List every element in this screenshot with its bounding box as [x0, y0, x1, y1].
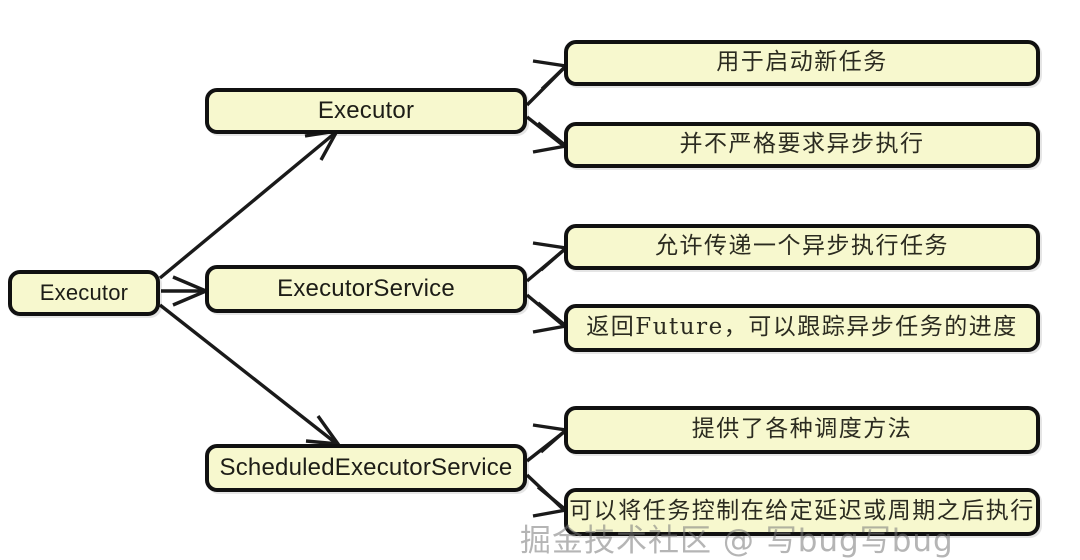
- connector-executor-to-desc-1: [525, 66, 566, 107]
- connector-root-to-scheduled: [158, 303, 339, 446]
- node-description-pass-async-task[interactable]: 允许传递一个异步执行任务: [564, 224, 1040, 270]
- node-description-delay-or-period-label: 可以将任务控制在给定延迟或周期之后执行: [569, 498, 1035, 525]
- node-executor-service[interactable]: ExecutorService: [205, 265, 527, 313]
- arrowhead-root-to-scheduled: [305, 415, 342, 447]
- arrowhead-executor-to-desc-1: [532, 59, 570, 91]
- node-description-return-future-label: 返回Future，可以跟踪异步任务的进度: [586, 314, 1018, 341]
- node-description-start-new-task-label: 用于启动新任务: [716, 49, 888, 76]
- node-root-executor-label: Executor: [39, 279, 129, 305]
- arrowhead-root-to-executor-service: [172, 275, 211, 307]
- node-description-not-strictly-async[interactable]: 并不严格要求异步执行: [564, 122, 1040, 168]
- node-scheduled-executor-service[interactable]: ScheduledExecutorService: [205, 444, 527, 492]
- arrowhead-scheduled-to-desc-5: [532, 423, 570, 454]
- connector-scheduled-to-desc-6: [525, 473, 566, 512]
- arrowhead-executor-service-to-desc-4: [532, 301, 570, 334]
- arrowhead-root-to-executor: [304, 128, 341, 161]
- connector-root-to-executor: [158, 131, 337, 280]
- node-description-scheduling-methods[interactable]: 提供了各种调度方法: [564, 406, 1040, 454]
- arrowhead-executor-service-to-desc-3: [532, 241, 570, 272]
- node-root-executor[interactable]: Executor: [8, 270, 160, 316]
- node-description-return-future[interactable]: 返回Future，可以跟踪异步任务的进度: [564, 304, 1040, 352]
- connector-executor-to-desc-2: [525, 115, 566, 148]
- node-description-start-new-task[interactable]: 用于启动新任务: [564, 40, 1040, 86]
- node-description-scheduling-methods-label: 提供了各种调度方法: [691, 416, 913, 443]
- connector-executor-service-to-desc-4: [525, 293, 566, 328]
- arrowhead-executor-to-desc-2: [532, 121, 570, 154]
- node-executor-service-label: ExecutorService: [277, 274, 455, 302]
- node-description-delay-or-period[interactable]: 可以将任务控制在给定延迟或周期之后执行: [564, 488, 1040, 536]
- connector-executor-service-to-desc-3: [525, 248, 566, 283]
- node-executor-label: Executor: [317, 96, 415, 124]
- connector-scheduled-to-desc-5: [525, 430, 566, 463]
- node-description-not-strictly-async-label: 并不严格要求异步执行: [679, 131, 925, 158]
- node-scheduled-executor-service-label: ScheduledExecutorService: [219, 453, 513, 481]
- arrowhead-scheduled-to-desc-6: [532, 485, 570, 518]
- node-executor[interactable]: Executor: [205, 88, 527, 134]
- node-description-pass-async-task-label: 允许传递一个异步执行任务: [655, 233, 949, 260]
